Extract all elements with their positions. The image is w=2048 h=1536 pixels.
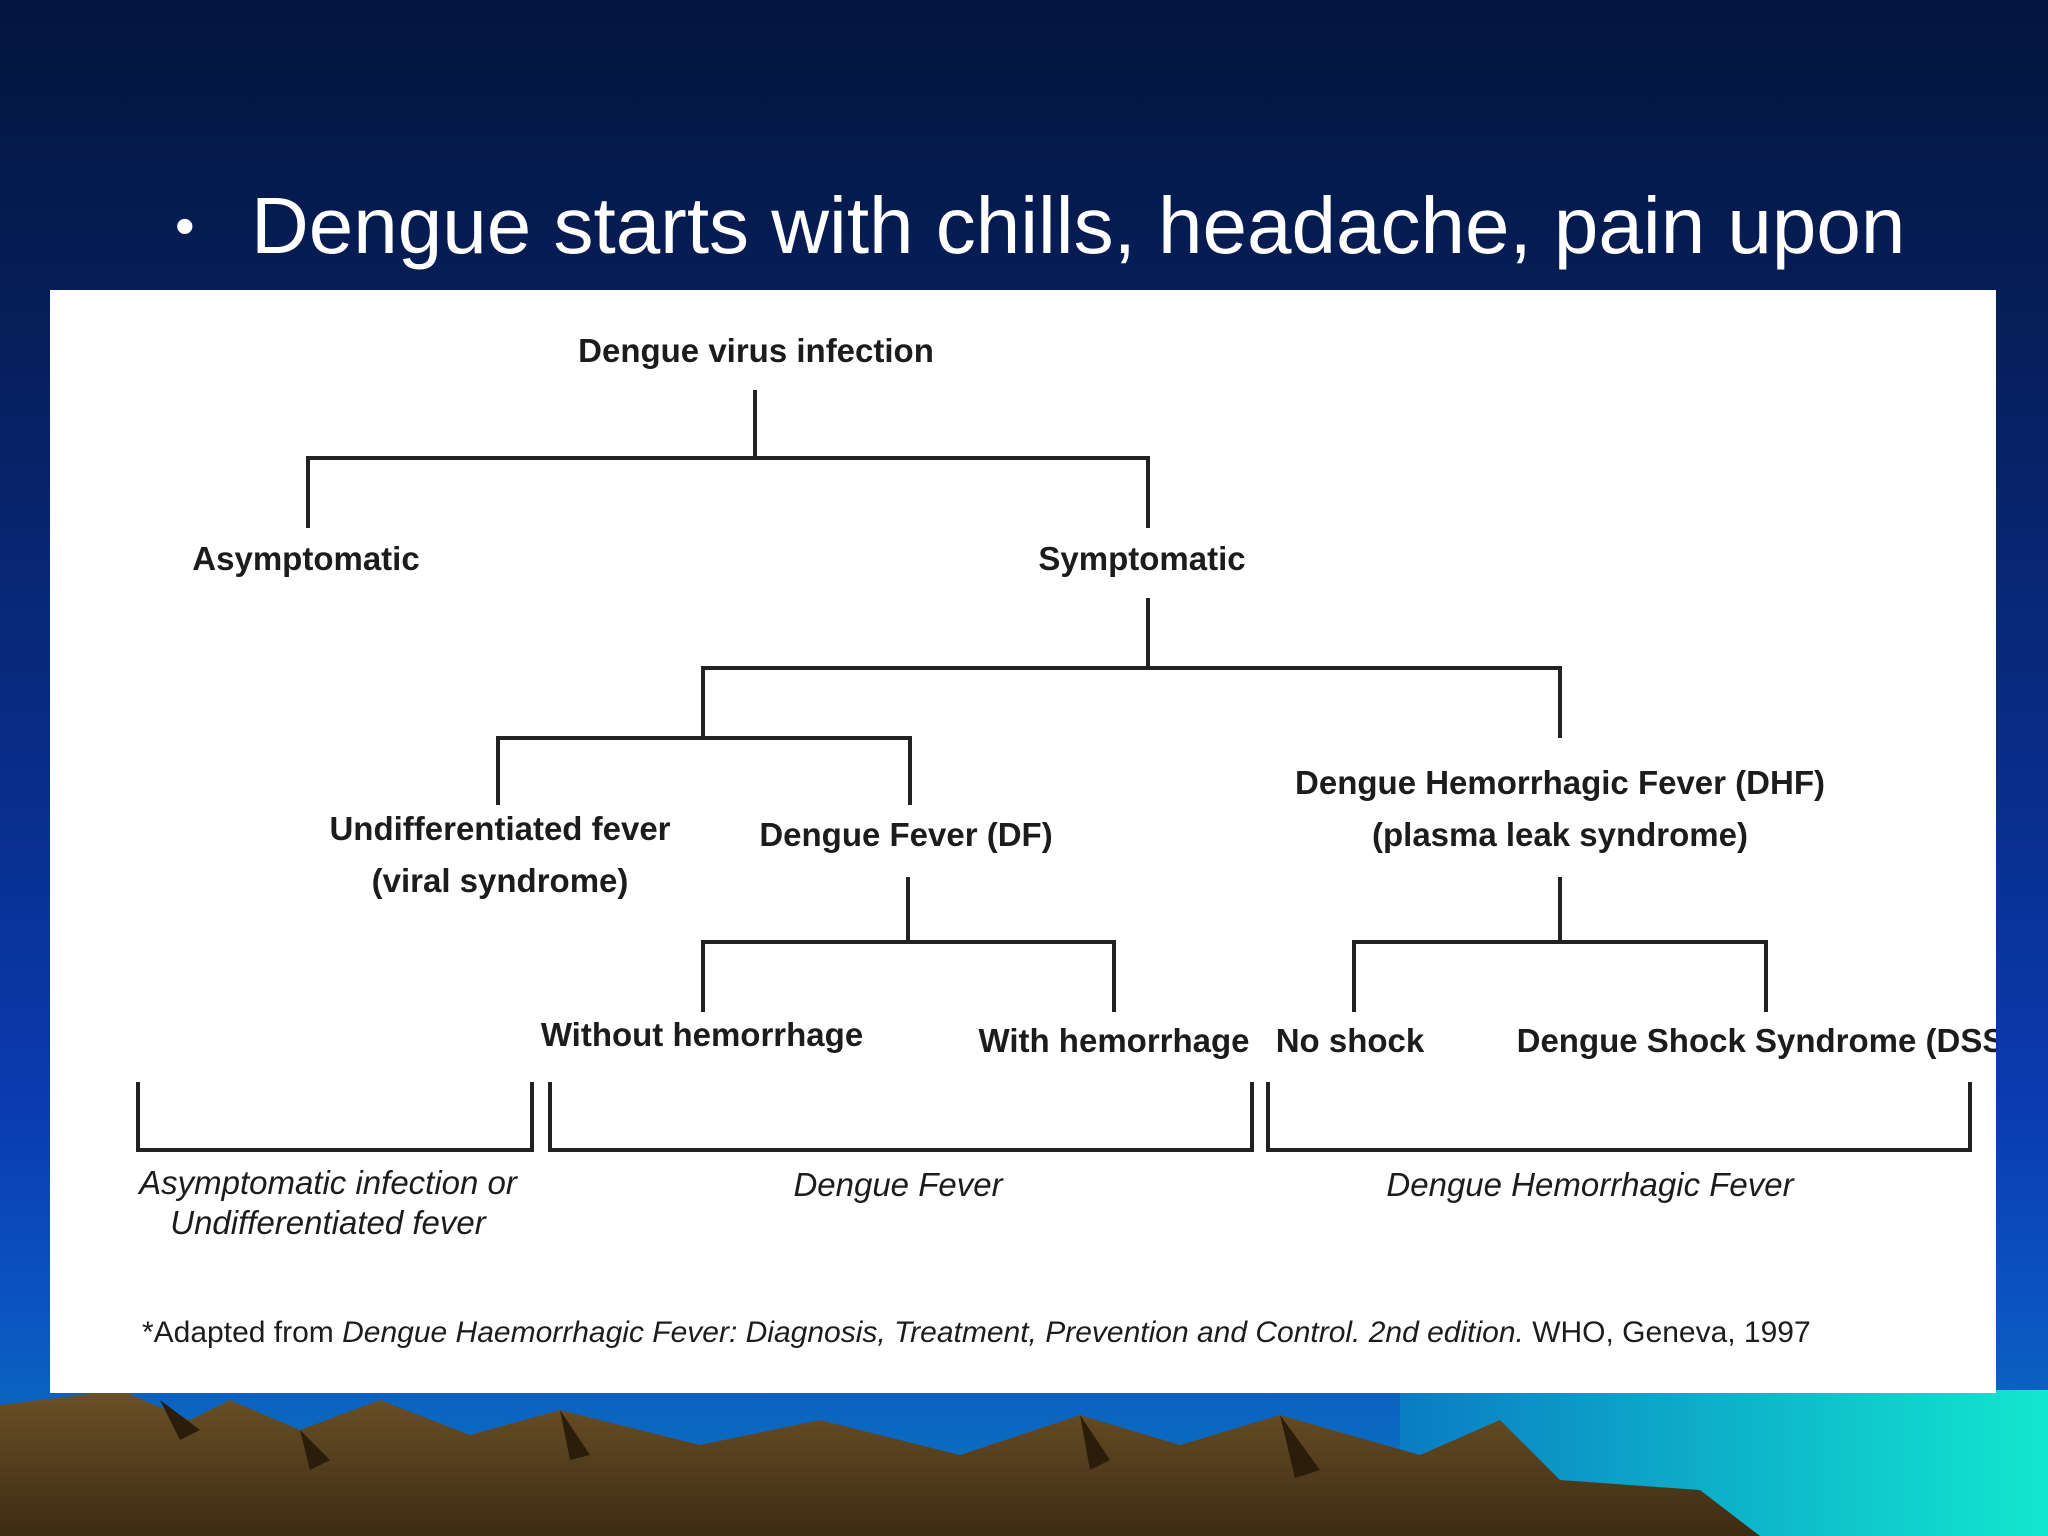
node-symptomatic: Symptomatic — [1038, 540, 1245, 577]
node-dengue-virus-infection: Dengue virus infection — [578, 332, 934, 369]
mountain-decoration — [0, 1390, 2048, 1536]
footnote-suffix: WHO, Geneva, 1997 — [1524, 1316, 1811, 1349]
connector-lines — [136, 390, 1972, 1152]
footnote: *Adapted from Dengue Haemorrhagic Fever:… — [142, 1316, 1811, 1349]
group-asymptomatic-undifferentiated-line2: Undifferentiated fever — [170, 1204, 488, 1241]
node-undifferentiated-fever-sub: (viral syndrome) — [372, 862, 629, 899]
node-dhf: Dengue Hemorrhagic Fever (DHF) — [1295, 764, 1825, 801]
group-dengue-hemorrhagic-fever: Dengue Hemorrhagic Fever — [1386, 1166, 1795, 1203]
footnote-title: Dengue Haemorrhagic Fever: Diagnosis, Tr… — [342, 1316, 1524, 1349]
node-undifferentiated-fever: Undifferentiated fever — [329, 810, 670, 847]
node-dhf-sub: (plasma leak syndrome) — [1372, 816, 1748, 853]
group-dengue-fever: Dengue Fever — [793, 1166, 1004, 1203]
node-asymptomatic: Asymptomatic — [192, 540, 419, 577]
node-dss: Dengue Shock Syndrome (DSS) — [1517, 1022, 1996, 1059]
node-without-hemorrhage: Without hemorrhage — [541, 1016, 863, 1053]
group-asymptomatic-undifferentiated: Asymptomatic infection or — [137, 1164, 519, 1201]
bullet-text: Dengue starts with chills, headache, pai… — [251, 181, 1906, 270]
node-no-shock: No shock — [1276, 1022, 1425, 1059]
diagram-panel: Dengue virus infection Asymptomatic Symp… — [50, 290, 1996, 1393]
bullet-dot: • — [175, 194, 195, 257]
footnote-prefix: *Adapted from — [142, 1316, 342, 1349]
node-dengue-fever: Dengue Fever (DF) — [759, 816, 1052, 853]
dengue-classification-diagram: Dengue virus infection Asymptomatic Symp… — [136, 332, 1996, 1349]
node-with-hemorrhage: With hemorrhage — [978, 1022, 1249, 1059]
